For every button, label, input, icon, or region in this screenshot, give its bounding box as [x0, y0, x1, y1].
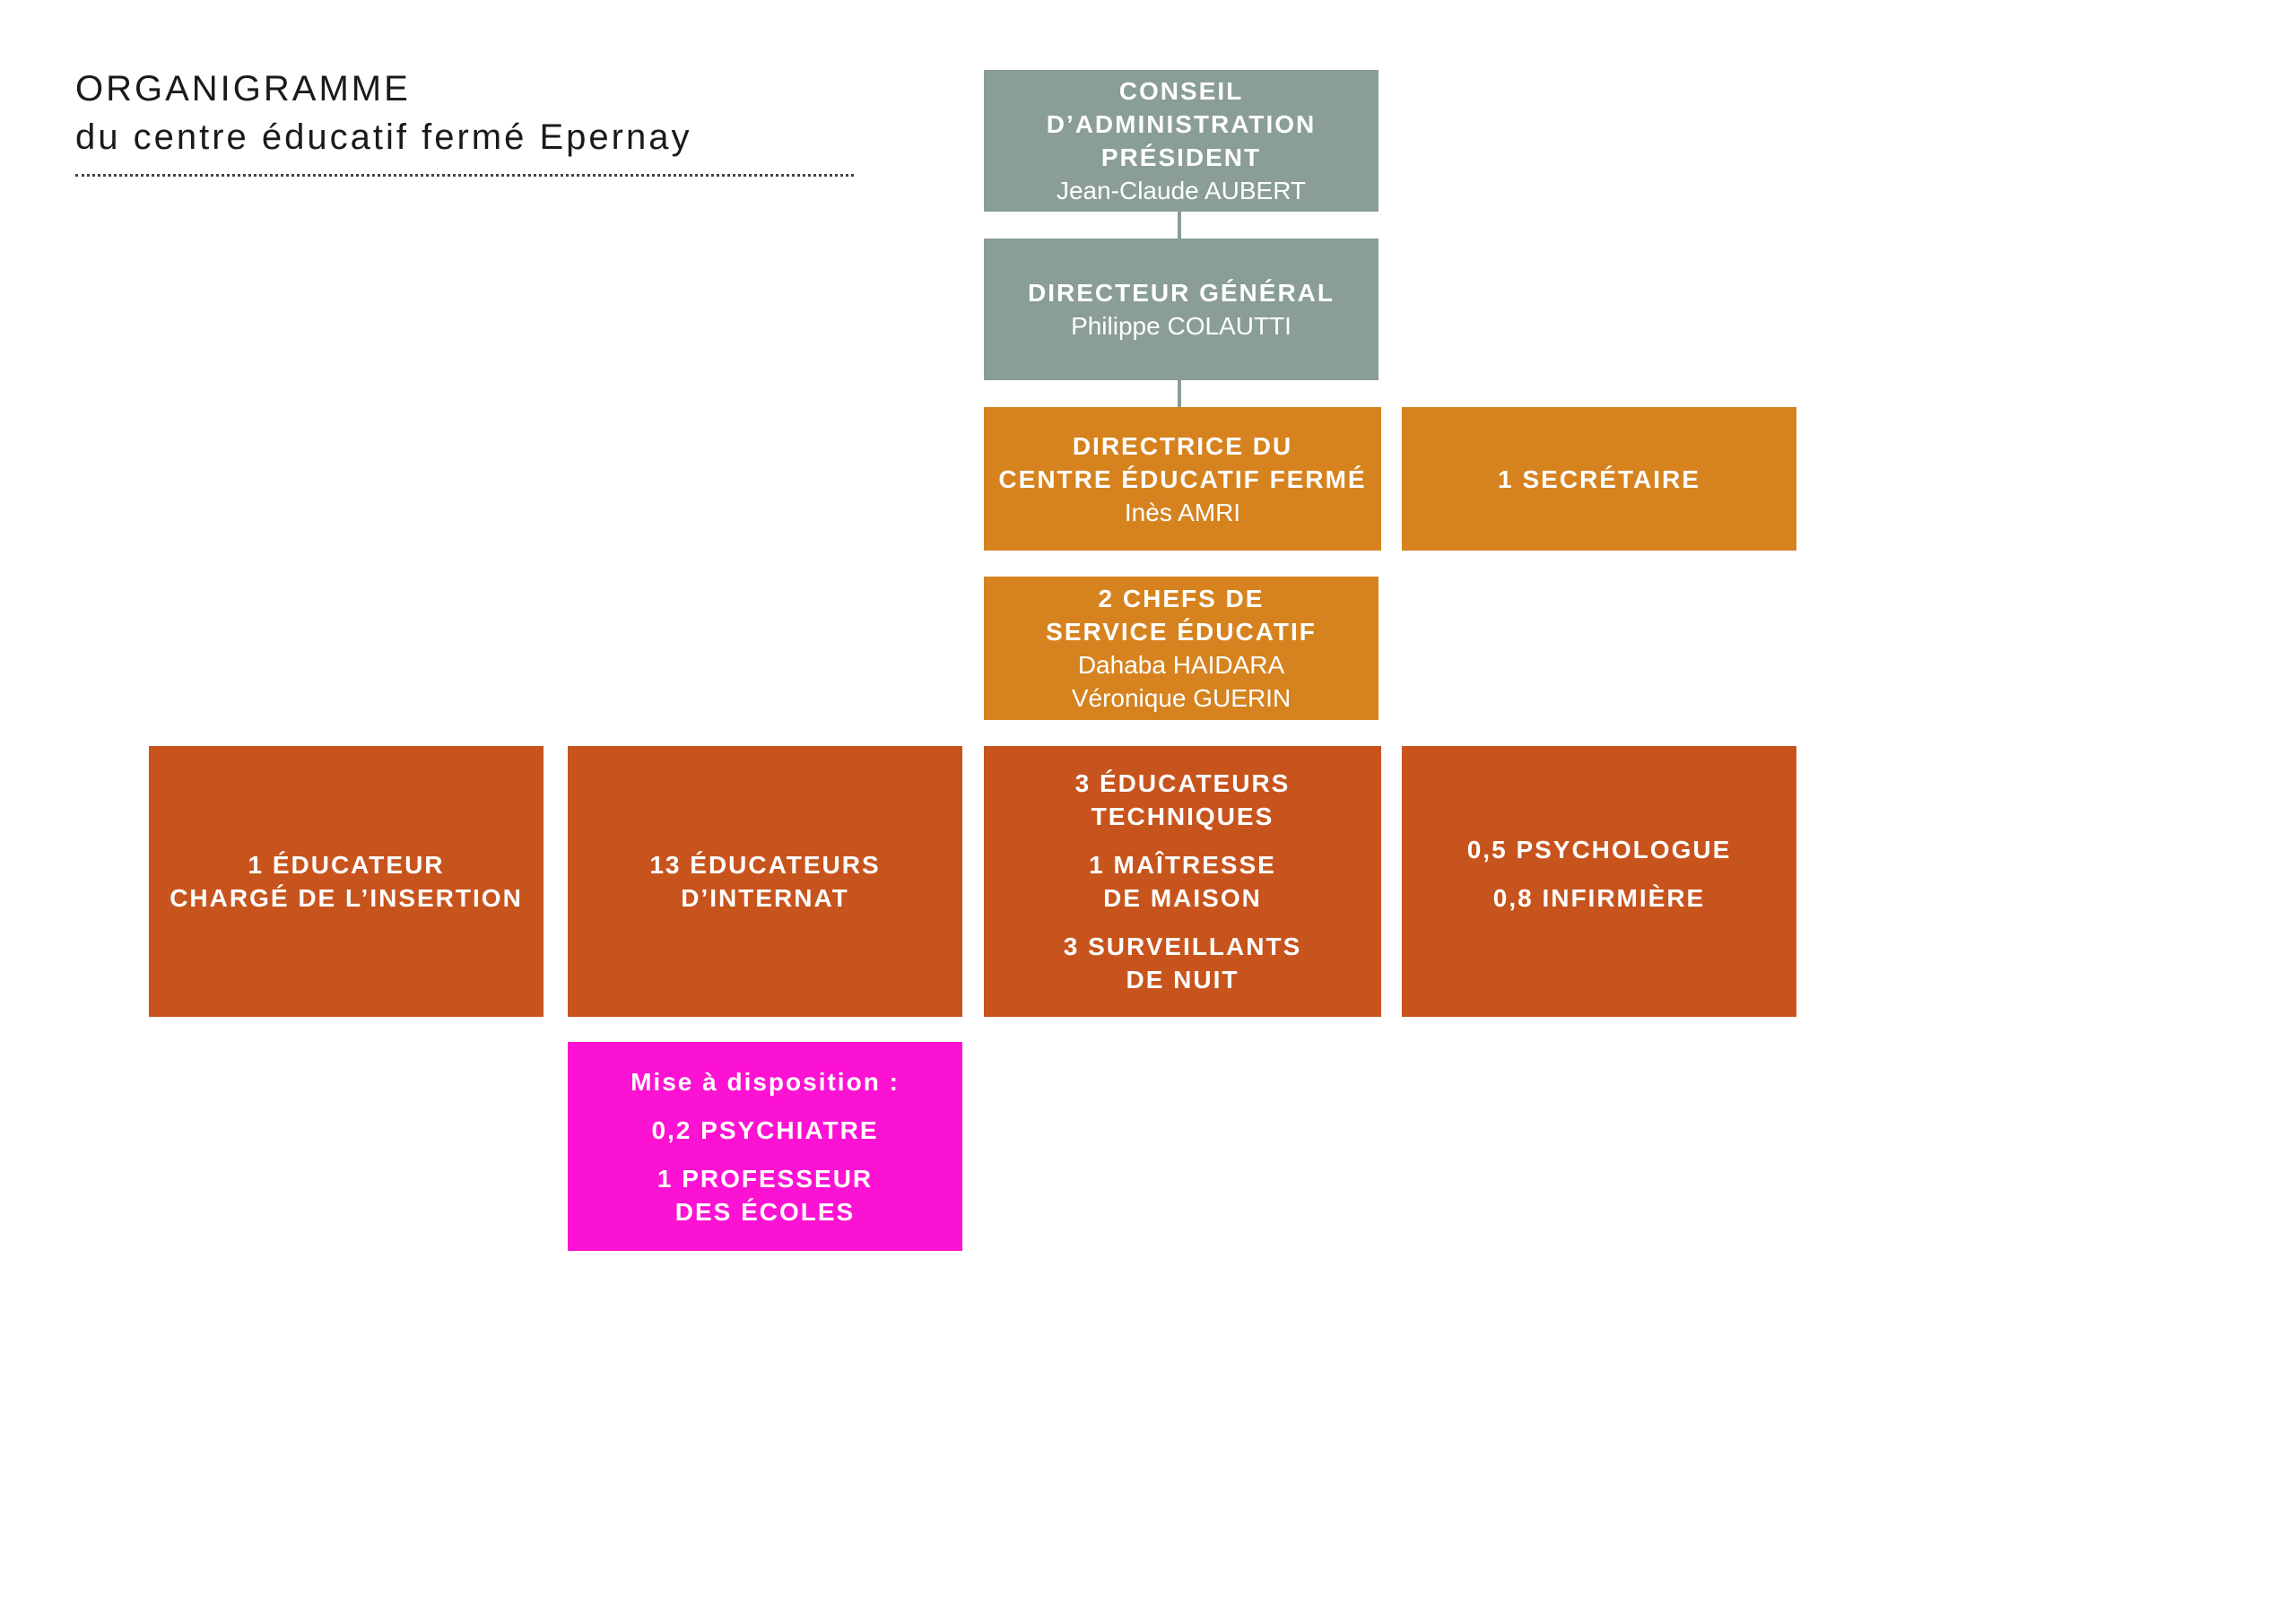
page-title: ORGANIGRAMME du centre éducatif fermé Ep…: [75, 65, 691, 161]
center-director-label-2: CENTRE ÉDUCATIF FERMÉ: [998, 464, 1367, 493]
insertion-educator-label-1: 1 ÉDUCATEUR: [248, 851, 445, 879]
psychiatrist-group: 0,2 PSYCHIATRE: [651, 1114, 878, 1147]
night-watch-label-2: DE NUIT: [1126, 966, 1239, 994]
night-watch-group: 3 SURVEILLANTS DE NUIT: [1064, 930, 1302, 996]
connector-director-to-center: [1178, 380, 1181, 407]
insertion-educator-box: 1 ÉDUCATEUR CHARGÉ DE L’INSERTION: [149, 746, 544, 1017]
service-chiefs-label-2: SERVICE ÉDUCATIF: [1046, 618, 1317, 646]
president-label: PRÉSIDENT: [1100, 143, 1262, 171]
board-label: CONSEIL D’ADMINISTRATION: [1046, 77, 1317, 138]
technical-staff-box: 3 ÉDUCATEURS TECHNIQUES 1 MAÎTRESSE DE M…: [984, 746, 1381, 1017]
boarding-educators-label-2: D’INTERNAT: [681, 884, 849, 912]
board-of-directors-box: CONSEIL D’ADMINISTRATION PRÉSIDENT Jean-…: [984, 70, 1378, 212]
health-staff-box: 0,5 PSYCHOLOGUE 0,8 INFIRMIÈRE: [1402, 746, 1796, 1017]
psychologist-group: 0,5 PSYCHOLOGUE: [1467, 833, 1732, 866]
technical-educators-label-1: 3 ÉDUCATEURS: [1074, 769, 1291, 797]
service-chiefs-box: 2 CHEFS DE SERVICE ÉDUCATIF Dahaba HAIDA…: [984, 577, 1378, 720]
service-chief-name-2: Véronique GUERIN: [1071, 684, 1292, 712]
director-general-name: Philippe COLAUTTI: [1071, 312, 1292, 340]
center-director-label-1: DIRECTRICE DU: [1072, 431, 1293, 460]
school-teacher-label-1: 1 PROFESSEUR: [657, 1164, 874, 1193]
psychologist-label: 0,5 PSYCHOLOGUE: [1466, 835, 1732, 864]
housekeeper-group: 1 MAÎTRESSE DE MAISON: [1089, 848, 1276, 915]
director-general-label: DIRECTEUR GÉNÉRAL: [1027, 279, 1335, 307]
nurse-group: 0,8 INFIRMIÈRE: [1493, 881, 1705, 915]
center-director-name: Inès AMRI: [1124, 498, 1241, 526]
night-watch-label-1: 3 SURVEILLANTS: [1063, 933, 1302, 960]
title-dotted-divider: [75, 174, 854, 177]
service-chief-name-1: Dahaba HAIDARA: [1077, 651, 1285, 679]
secondment-heading-group: Mise à disposition :: [631, 1065, 900, 1098]
housekeeper-label-2: DE MAISON: [1103, 884, 1262, 912]
connector-board-to-director: [1178, 212, 1181, 239]
psychiatrist-label: 0,2 PSYCHIATRE: [651, 1115, 879, 1144]
technical-educators-label-2: TECHNIQUES: [1091, 803, 1274, 830]
title-line-1: ORGANIGRAMME: [75, 69, 411, 108]
secretary-label: 1 SECRÉTAIRE: [1498, 464, 1700, 493]
service-chiefs-label-1: 2 CHEFS DE: [1098, 585, 1265, 612]
secondment-box: Mise à disposition : 0,2 PSYCHIATRE 1 PR…: [568, 1042, 962, 1251]
insertion-educator-label-2: CHARGÉ DE L’INSERTION: [170, 884, 523, 912]
boarding-educators-label-1: 13 ÉDUCATEURS: [649, 851, 881, 879]
housekeeper-label-1: 1 MAÎTRESSE: [1089, 851, 1276, 879]
nurse-label: 0,8 INFIRMIÈRE: [1492, 883, 1706, 912]
secretary-box: 1 SECRÉTAIRE: [1402, 407, 1796, 551]
school-teacher-group: 1 PROFESSEUR DES ÉCOLES: [657, 1162, 873, 1228]
boarding-educators-box: 13 ÉDUCATEURS D’INTERNAT: [568, 746, 962, 1017]
school-teacher-label-2: DES ÉCOLES: [674, 1197, 856, 1226]
center-director-box: DIRECTRICE DU CENTRE ÉDUCATIF FERMÉ Inès…: [984, 407, 1381, 551]
title-line-2: du centre éducatif fermé Epernay: [75, 117, 692, 157]
secondment-heading: Mise à disposition :: [631, 1067, 900, 1096]
president-name: Jean-Claude AUBERT: [1056, 177, 1307, 204]
director-general-box: DIRECTEUR GÉNÉRAL Philippe COLAUTTI: [984, 239, 1378, 380]
technical-educators-group: 3 ÉDUCATEURS TECHNIQUES: [1075, 767, 1291, 833]
